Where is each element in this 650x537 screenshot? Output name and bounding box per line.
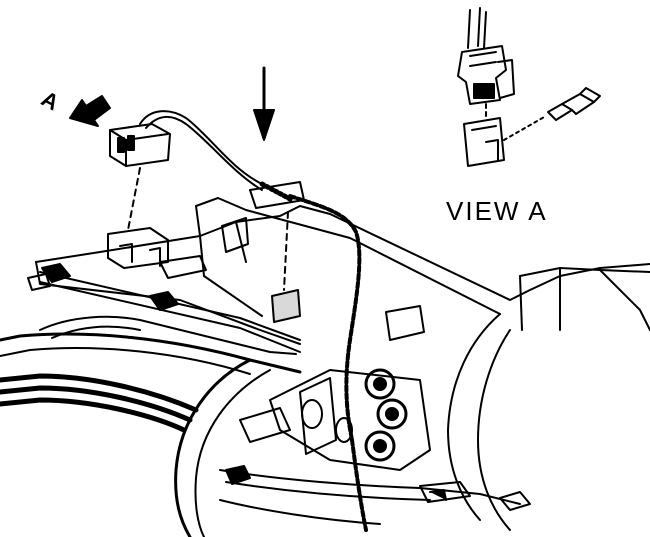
alignment-line-right	[283, 211, 289, 291]
wire-harness	[139, 110, 368, 532]
bolt-1	[364, 368, 396, 400]
view-a-connector-detail	[457, 7, 601, 167]
motor-bracket	[239, 368, 431, 471]
air-duct	[0, 315, 302, 537]
view-a-label: VIEW A	[446, 196, 548, 226]
lower-floor	[219, 465, 531, 525]
bolt-3	[364, 430, 396, 462]
instrument-panel-housing	[35, 197, 650, 531]
alignment-line-left	[127, 167, 141, 231]
terminal-pin	[547, 87, 601, 121]
direction-arrow-a	[69, 95, 111, 127]
mounting-bracket	[107, 227, 207, 279]
down-arrow-icon	[253, 66, 275, 141]
harness-connector	[109, 123, 171, 167]
bolt-2	[376, 398, 408, 430]
mounting-rail	[27, 263, 301, 353]
